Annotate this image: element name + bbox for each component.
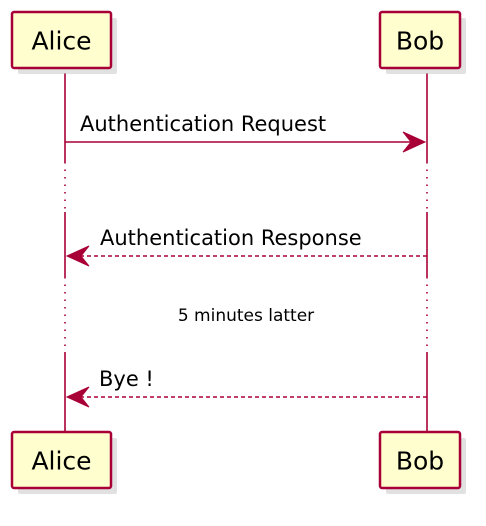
message-bye: Bye ! <box>65 367 427 408</box>
participant-alice-top-label: Alice <box>31 27 91 56</box>
arrowhead-right-icon <box>402 131 427 153</box>
participant-bob-bottom: Bob <box>378 430 466 494</box>
participant-alice-bottom-label: Alice <box>31 447 91 476</box>
participant-bob-top: Bob <box>378 10 466 74</box>
delay-label: 5 minutes latter <box>178 306 314 326</box>
participant-alice-bottom: Alice <box>10 430 117 494</box>
message-authentication-request: Authentication Request <box>65 112 427 153</box>
participant-alice-top: Alice <box>10 10 117 74</box>
message-bye-label: Bye ! <box>99 367 154 391</box>
message-authentication-response: Authentication Response <box>65 226 427 267</box>
arrowhead-left-icon <box>65 245 90 267</box>
participant-bob-top-label: Bob <box>396 27 444 56</box>
message-authentication-request-label: Authentication Request <box>80 112 326 136</box>
message-authentication-response-label: Authentication Response <box>100 226 362 250</box>
participant-bob-bottom-label: Bob <box>396 447 444 476</box>
arrowhead-left-icon <box>65 386 90 408</box>
